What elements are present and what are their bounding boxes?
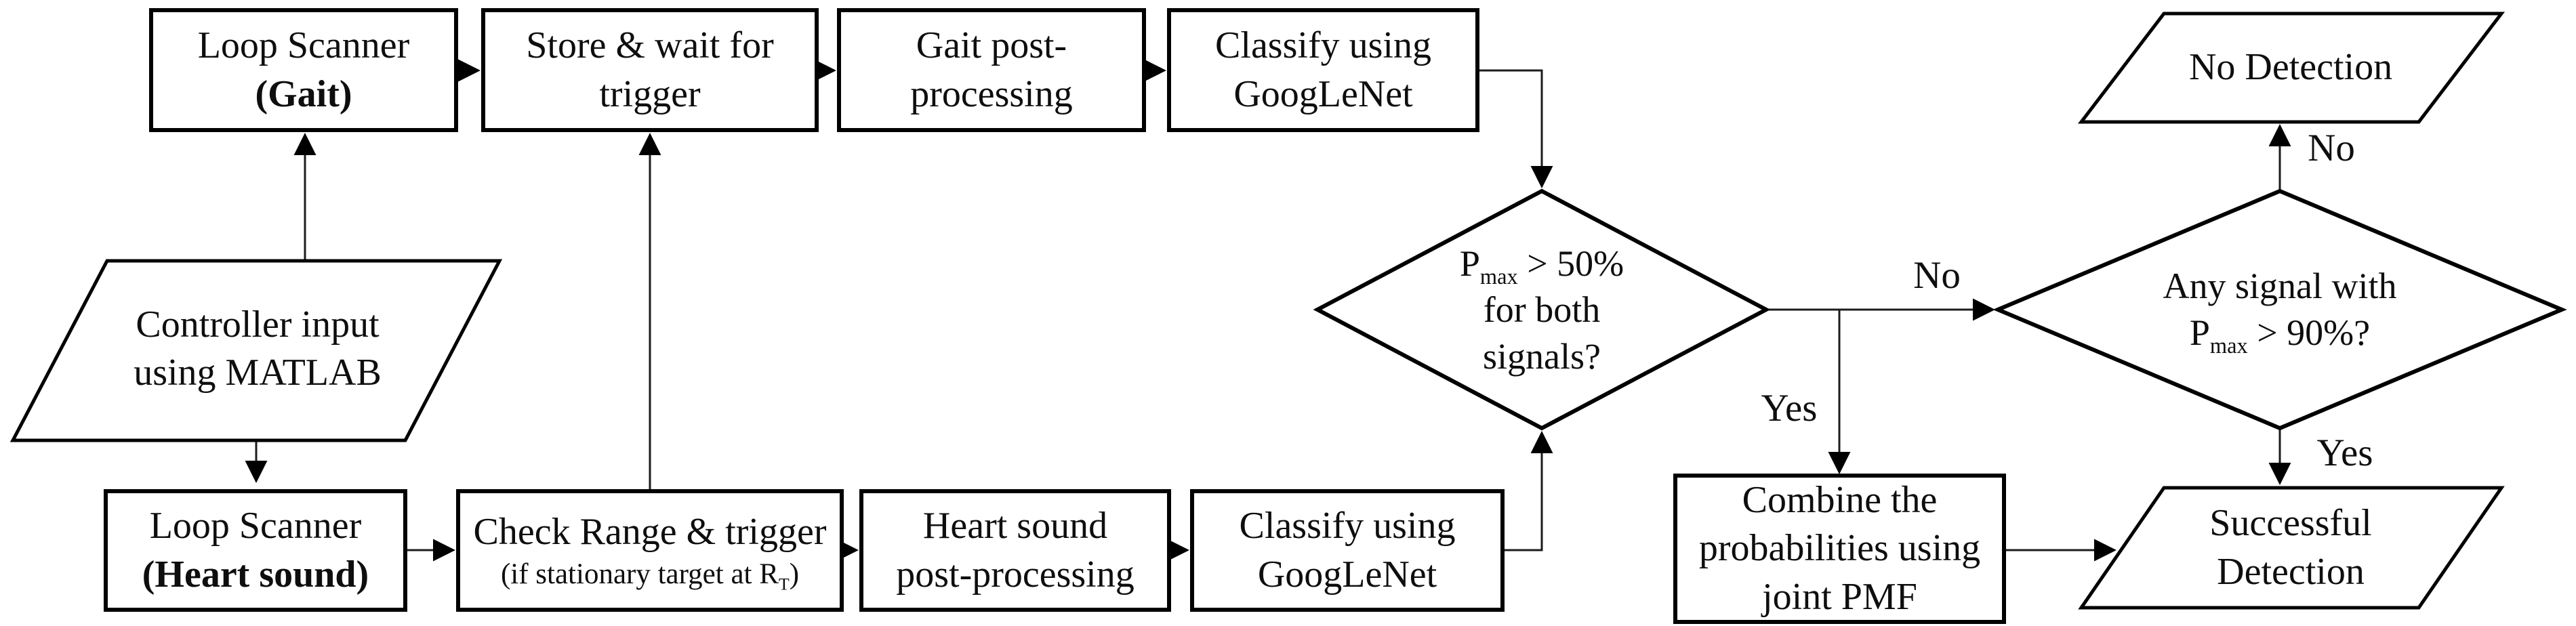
box-classify-googlenet-heart	[1190, 489, 1505, 612]
parallelogram-successful-detection	[2078, 486, 2505, 610]
box-store-wait-trigger	[481, 8, 819, 132]
connector-classify-heart-to-decision50	[1502, 431, 1553, 551]
connector-classify-gait-to-decision50	[1477, 69, 1553, 188]
box-gait-post-processing	[837, 8, 1146, 132]
box-loop-scanner-heart	[104, 489, 407, 612]
box-check-range-trigger	[456, 489, 844, 612]
box-heart-post-processing	[859, 489, 1171, 612]
box-classify-googlenet-gait	[1167, 8, 1479, 132]
parallelogram-no-detection	[2077, 12, 2506, 124]
box-combine-joint-pmf	[1673, 474, 2006, 624]
diamond-pmax50-decision	[1313, 188, 1771, 431]
box-loop-scanner-gait	[149, 8, 458, 132]
diamond-pmax90-decision	[1992, 188, 2567, 431]
parallelogram-controller-input	[9, 259, 503, 442]
